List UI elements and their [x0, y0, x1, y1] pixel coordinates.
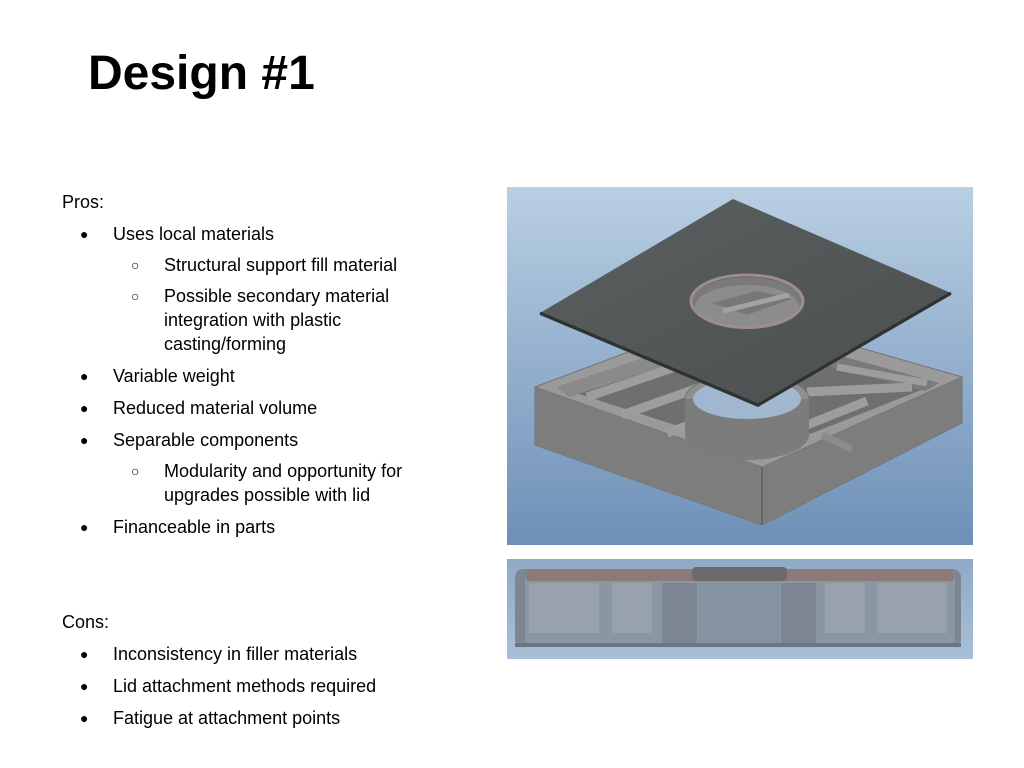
pros-section: Pros: ● Uses local materials ○ Structura… [62, 190, 452, 539]
list-item: ● Fatigue at attachment points [62, 706, 452, 730]
list-item: ● Reduced material volume [62, 396, 452, 420]
sub-list-item: ○ Possible secondary material integratio… [113, 284, 452, 356]
sub-list-item-text: Structural support fill material [164, 255, 398, 275]
bullet-icon: ● [80, 368, 89, 384]
bullet-icon: ● [80, 432, 89, 448]
hollow-bullet-icon: ○ [131, 288, 140, 304]
list-item: ● Lid attachment methods required [62, 674, 452, 698]
list-item-text: Fatigue at attachment points [113, 708, 341, 728]
list-item: ● Separable components ○ Modularity and … [62, 428, 452, 507]
list-item: ● Financeable in parts [62, 515, 452, 539]
list-item-text: Inconsistency in filler materials [113, 644, 358, 664]
section-body [515, 567, 961, 647]
list-item-text: Uses local materials [113, 224, 275, 244]
cons-heading: Cons: [62, 612, 110, 632]
sub-list-item: ○ Structural support fill material [113, 253, 452, 277]
bullet-icon: ● [80, 226, 89, 242]
sub-list: ○ Structural support fill material ○ Pos… [113, 253, 452, 356]
sub-list-item: ○ Modularity and opportunity for upgrade… [113, 459, 452, 507]
bullet-icon: ● [80, 646, 89, 662]
bullet-icon: ● [80, 400, 89, 416]
sub-list-item-text: Possible secondary material integration … [164, 286, 390, 354]
slide-title: Design #1 [88, 47, 315, 100]
list-item-text: Financeable in parts [113, 517, 276, 537]
list-item: ● Variable weight [62, 364, 452, 388]
side-section-render [507, 559, 973, 659]
bullet-icon: ● [80, 710, 89, 726]
lid-plate [539, 199, 952, 407]
list-item: ● Inconsistency in filler materials [62, 642, 452, 666]
exploded-isometric-render [507, 187, 973, 545]
list-item-text: Variable weight [113, 366, 235, 386]
list-item-text: Lid attachment methods required [113, 676, 377, 696]
sub-list-item-text: Modularity and opportunity for upgrades … [164, 461, 403, 505]
sub-list: ○ Modularity and opportunity for upgrade… [113, 459, 452, 507]
cons-section: Cons: ● Inconsistency in filler material… [62, 610, 452, 730]
pros-heading: Pros: [62, 192, 105, 212]
pros-list: ● Uses local materials ○ Structural supp… [62, 222, 452, 539]
hollow-bullet-icon: ○ [131, 257, 140, 273]
bullet-icon: ● [80, 519, 89, 535]
cons-list: ● Inconsistency in filler materials ● Li… [62, 642, 452, 730]
list-item-text: Reduced material volume [113, 398, 318, 418]
bullet-icon: ● [80, 678, 89, 694]
hollow-bullet-icon: ○ [131, 463, 140, 479]
list-item-text: Separable components [113, 430, 299, 450]
list-item: ● Uses local materials ○ Structural supp… [62, 222, 452, 356]
